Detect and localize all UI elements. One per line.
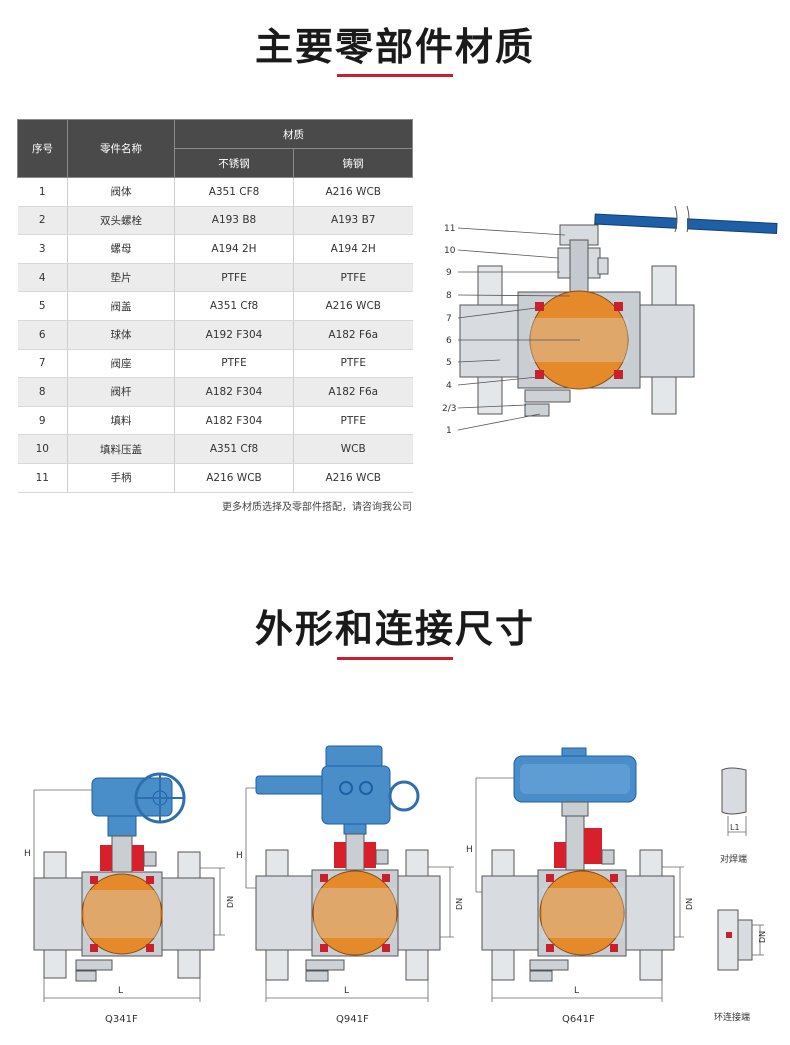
callout-label: 1 bbox=[446, 426, 452, 436]
cell-cast: A193 B7 bbox=[293, 206, 413, 236]
callout-label: 10 bbox=[444, 246, 456, 256]
header-stainless: 不锈钢 bbox=[174, 148, 294, 178]
callout-label: 5 bbox=[446, 358, 452, 368]
cell-stainless: A192 F304 bbox=[174, 320, 294, 350]
cell-cast: PTFE bbox=[293, 406, 413, 436]
cell-name: 阀体 bbox=[67, 177, 175, 207]
cell-stainless: A351 Cf8 bbox=[174, 291, 294, 321]
cell-no: 9 bbox=[17, 406, 68, 436]
cell-stainless: A182 F304 bbox=[174, 377, 294, 407]
dim-dn-label: DN bbox=[685, 898, 692, 910]
header-no: 序号 bbox=[17, 119, 68, 178]
valve-q941f-drawing: H DN L Q941F bbox=[236, 745, 462, 1025]
dim-h-label: H bbox=[236, 851, 243, 861]
cell-name: 手柄 bbox=[67, 463, 175, 493]
cell-no: 4 bbox=[17, 263, 68, 293]
callout-label: 9 bbox=[446, 268, 452, 278]
ring-joint-end-label: 环连接端 bbox=[714, 1011, 750, 1023]
cell-cast: A216 WCB bbox=[293, 291, 413, 321]
model-label-q341f: Q341F bbox=[105, 1014, 138, 1025]
cell-no: 11 bbox=[17, 463, 68, 493]
cell-cast: A182 F6a bbox=[293, 377, 413, 407]
dim-l-label: L bbox=[344, 986, 349, 996]
dim-dn-label: DN bbox=[226, 896, 235, 908]
cell-no: 7 bbox=[17, 349, 68, 379]
cell-cast: PTFE bbox=[293, 263, 413, 293]
valve-q341f-drawing: H DN L Q341F bbox=[24, 772, 235, 1025]
table-note: 更多材质选择及零部件搭配，请咨询我公司 bbox=[222, 502, 412, 513]
section-title-materials: 主要零部件材质 bbox=[254, 25, 535, 69]
title-underline bbox=[337, 657, 453, 660]
cell-no: 8 bbox=[17, 377, 68, 407]
header-material: 材质 bbox=[174, 119, 413, 149]
cell-stainless: A351 CF8 bbox=[174, 177, 294, 207]
butt-weld-end-label: 对焊端 bbox=[720, 853, 747, 865]
dim-h-label: H bbox=[466, 845, 473, 855]
header-part-name: 零件名称 bbox=[67, 119, 175, 178]
model-label-q941f: Q941F bbox=[336, 1014, 369, 1025]
dim-h-label: H bbox=[24, 849, 31, 859]
cell-stainless: A351 Cf8 bbox=[174, 434, 294, 464]
cell-stainless: A194 2H bbox=[174, 234, 294, 264]
callout-label: 4 bbox=[446, 381, 452, 391]
cell-no: 1 bbox=[17, 177, 68, 207]
cell-name: 垫片 bbox=[67, 263, 175, 293]
cell-name: 螺母 bbox=[67, 234, 175, 264]
cell-cast: WCB bbox=[293, 434, 413, 464]
cell-cast: A194 2H bbox=[293, 234, 413, 264]
cell-cast: PTFE bbox=[293, 349, 413, 379]
dim-l-label: L bbox=[118, 986, 123, 996]
header-cast-steel: 铸钢 bbox=[293, 148, 413, 178]
cell-name: 阀杆 bbox=[67, 377, 175, 407]
cell-name: 阀座 bbox=[67, 349, 175, 379]
cell-no: 6 bbox=[17, 320, 68, 350]
section-title-dimensions: 外形和连接尺寸 bbox=[254, 607, 535, 651]
ball-valve-section-drawing: 11 10 9 8 7 6 5 4 2/3 1 bbox=[442, 205, 778, 436]
callout-label: 8 bbox=[446, 291, 452, 301]
title-underline bbox=[337, 74, 453, 77]
cell-name: 填料压盖 bbox=[67, 434, 175, 464]
callout-label: 11 bbox=[444, 224, 455, 234]
cell-cast: A216 WCB bbox=[293, 463, 413, 493]
dim-dn-label: DN bbox=[758, 931, 767, 943]
cell-name: 阀盖 bbox=[67, 291, 175, 321]
cell-name: 填料 bbox=[67, 406, 175, 436]
callout-label: 7 bbox=[446, 314, 452, 324]
cell-name: 双头螺栓 bbox=[67, 206, 175, 236]
callout-label: 6 bbox=[446, 336, 452, 346]
cell-no: 10 bbox=[17, 434, 68, 464]
cell-no: 3 bbox=[17, 234, 68, 264]
cell-no: 5 bbox=[17, 291, 68, 321]
cell-cast: A216 WCB bbox=[293, 177, 413, 207]
cell-stainless: A182 F304 bbox=[174, 406, 294, 436]
cell-cast: A182 F6a bbox=[293, 320, 413, 350]
cell-name: 球体 bbox=[67, 320, 175, 350]
dim-dn-label: DN bbox=[455, 898, 462, 910]
cell-stainless: PTFE bbox=[174, 349, 294, 379]
cell-stainless: A216 WCB bbox=[174, 463, 294, 493]
cell-stainless: A193 B8 bbox=[174, 206, 294, 236]
dim-l1-label: L1 bbox=[730, 823, 740, 832]
cell-stainless: PTFE bbox=[174, 263, 294, 293]
dim-l-label: L bbox=[574, 986, 579, 996]
callout-label: 2/3 bbox=[442, 404, 456, 414]
model-label-q641f: Q641F bbox=[562, 1014, 595, 1025]
cell-no: 2 bbox=[17, 206, 68, 236]
valve-q641f-drawing: H DN L Q641F bbox=[466, 747, 692, 1025]
end-connection-drawing: L1 对焊端 DN 环连接端 bbox=[714, 767, 767, 1023]
